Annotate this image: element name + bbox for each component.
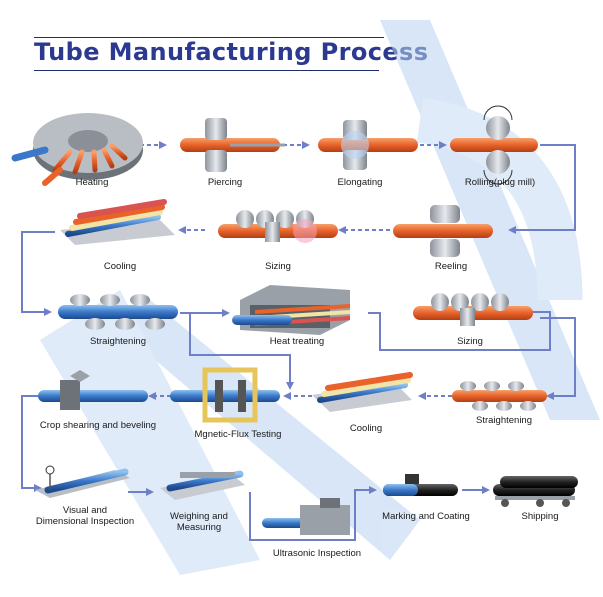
label-weigh-2: Measuring	[176, 522, 222, 533]
label-sizing-1: Sizing	[265, 261, 291, 272]
label-visual-2: Dimensional Inspection	[35, 516, 135, 527]
label-straightening-1: Straightening	[90, 336, 146, 347]
label-heating: Heating	[75, 177, 109, 188]
rolling-plug-mill-icon	[450, 105, 538, 185]
magnetic-flux-tester-icon	[170, 367, 280, 423]
cooling-bed-icon	[60, 199, 175, 245]
visual-inspection-icon	[35, 465, 130, 498]
shipping-truck-icon	[493, 476, 578, 507]
piercing-mill-icon	[180, 118, 285, 172]
straightening-machine-icon	[58, 294, 178, 330]
elongating-mill-icon	[318, 120, 418, 170]
page-title: Tube Manufacturing Process	[34, 38, 429, 66]
label-sizing-2: Sizing	[457, 336, 483, 347]
label-heat-treating: Heat treating	[269, 336, 325, 347]
label-straightening-2: Straightening	[476, 415, 532, 426]
label-mflux: Mgnetic-Flux Testing	[194, 429, 282, 440]
label-ultrasonic: Ultrasonic Inspection	[272, 548, 362, 559]
straightening-machine-2-icon	[452, 381, 547, 411]
title-rule-top	[34, 37, 384, 38]
sizing-mill-2-icon	[413, 293, 533, 326]
label-marking: Marking and Coating	[382, 511, 470, 522]
title-rule-bottom	[34, 70, 379, 71]
heat-treating-furnace-icon	[232, 285, 351, 335]
marking-coating-icon	[383, 474, 458, 496]
label-shipping: Shipping	[521, 511, 559, 522]
label-elongating: Elongating	[337, 177, 383, 188]
label-rolling: Rolling(plug mill)	[464, 177, 536, 188]
weighing-station-icon	[160, 470, 245, 500]
watermark	[40, 20, 600, 575]
ultrasonic-tester-icon	[262, 498, 350, 535]
label-cooling-1: Cooling	[103, 261, 137, 272]
label-reeling: Reeling	[434, 261, 468, 272]
label-weigh-1: Weighing and	[170, 511, 228, 522]
label-crop: Crop shearing and beveling	[39, 420, 157, 431]
label-cooling-2: Cooling	[349, 423, 383, 434]
sizing-mill-icon	[218, 210, 338, 243]
crop-shear-icon	[38, 370, 148, 410]
reeling-mill-icon	[393, 205, 493, 257]
cooling-bed-2-icon	[312, 372, 413, 412]
flow-lines	[21, 141, 576, 541]
label-visual-1: Visual and	[62, 505, 108, 516]
heating-furnace-icon	[11, 113, 143, 186]
label-piercing: Piercing	[207, 177, 243, 188]
